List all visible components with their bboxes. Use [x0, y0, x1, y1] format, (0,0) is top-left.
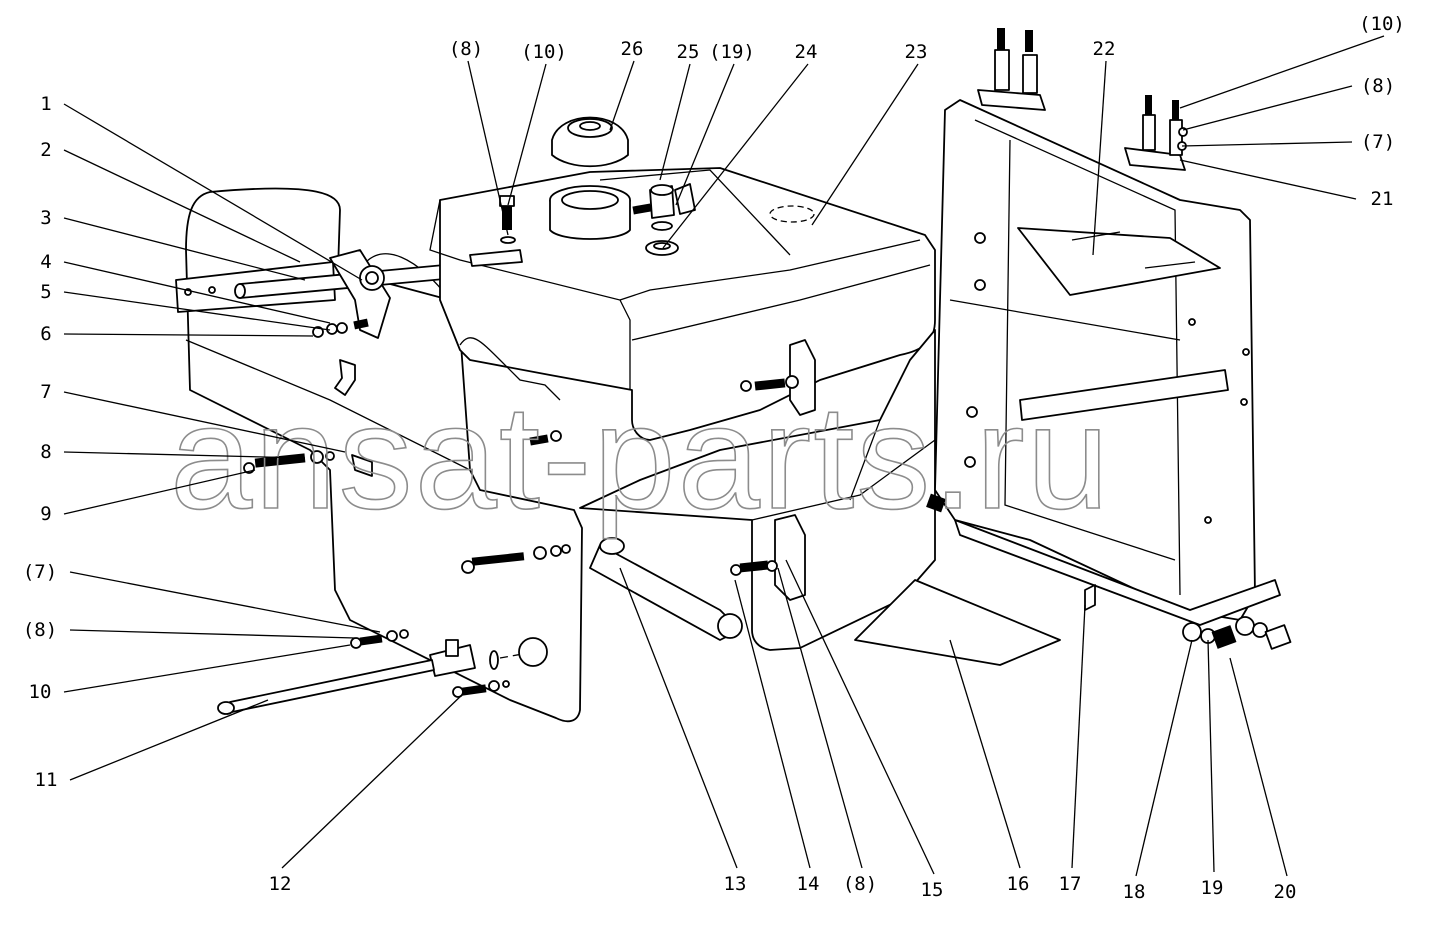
leader-line-30 — [1092, 60, 1107, 256]
leader-line-33 — [1181, 141, 1353, 147]
fuel-tank — [429, 116, 936, 441]
leader-line-15 — [734, 579, 811, 869]
leader-line-29 — [811, 63, 919, 226]
right-frame — [926, 28, 1292, 650]
callout-label: 10 — [29, 681, 52, 703]
callout-label: 9 — [40, 503, 51, 525]
leader-line-34 — [1179, 159, 1357, 200]
lower-frame — [579, 329, 1061, 666]
callout-label: (7) — [23, 561, 57, 583]
leader-line-26 — [659, 63, 691, 181]
callout-label: (10) — [1359, 13, 1405, 35]
callout-label: 7 — [40, 381, 51, 403]
leader-line-20 — [1135, 639, 1193, 877]
callout-label: (8) — [843, 873, 877, 895]
leader-line-8 — [63, 469, 256, 515]
leader-line-28 — [662, 63, 809, 249]
callout-label: 21 — [1371, 188, 1394, 210]
callout-label: (10) — [521, 41, 567, 63]
leader-line-11 — [63, 644, 351, 693]
leader-line-31 — [1179, 35, 1385, 109]
leader-line-2 — [63, 217, 306, 281]
leader-line-6 — [63, 391, 346, 453]
bracket-1 — [329, 249, 391, 339]
callout-label: (7) — [1361, 131, 1395, 153]
leader-line-13 — [281, 691, 466, 869]
leader-line-4 — [63, 291, 331, 331]
leader-line-3 — [63, 261, 331, 324]
leader-line-25 — [609, 60, 635, 131]
leader-line-0 — [63, 103, 363, 281]
callout-label: 25 — [677, 41, 700, 63]
leader-line-23 — [467, 60, 509, 236]
callout-label: (8) — [1361, 75, 1395, 97]
leader-line-12 — [69, 699, 269, 781]
callout-label: 22 — [1093, 38, 1116, 60]
callout-label: 2 — [40, 139, 51, 161]
leader-line-19 — [1071, 604, 1086, 869]
leader-line-17 — [785, 559, 935, 875]
callout-label: (8) — [449, 38, 483, 60]
leader-line-21 — [1207, 639, 1215, 873]
leader-line-9 — [69, 571, 381, 633]
callout-label: 16 — [1007, 873, 1030, 895]
leader-line-14 — [619, 567, 738, 869]
callout-label: 5 — [40, 281, 51, 303]
leader-line-18 — [949, 639, 1021, 869]
leader-line-24 — [507, 63, 547, 206]
callout-label: 23 — [905, 41, 928, 63]
watermark: ansat-parts.ru — [170, 375, 1111, 540]
callout-label: 24 — [795, 41, 818, 63]
leader-line-22 — [1229, 657, 1288, 877]
hardware-4-5-6 — [312, 318, 369, 338]
fasteners-left — [217, 430, 571, 715]
callout-label: 20 — [1274, 881, 1297, 903]
callout-label: 8 — [40, 441, 51, 463]
callout-label: 4 — [40, 251, 51, 273]
callout-label: 1 — [40, 93, 51, 115]
leader-line-7 — [63, 451, 306, 459]
callout-label: 17 — [1059, 873, 1082, 895]
leader-line-10 — [69, 629, 356, 639]
callout-label: 26 — [621, 38, 644, 60]
callout-label: 18 — [1123, 881, 1146, 903]
callout-label: (8) — [23, 619, 57, 641]
callout-label: 13 — [724, 873, 747, 895]
callout-label: 19 — [1201, 877, 1224, 899]
leader-line-32 — [1182, 85, 1353, 131]
callout-label: 12 — [269, 873, 292, 895]
leader-lines — [63, 35, 1385, 877]
callout-label: 15 — [921, 879, 944, 901]
leader-line-1 — [63, 149, 301, 263]
callout-label: 3 — [40, 207, 51, 229]
callout-label: 11 — [35, 769, 58, 791]
leader-line-27 — [675, 63, 735, 206]
callout-label: 14 — [797, 873, 820, 895]
callout-label: 6 — [40, 323, 51, 345]
leader-line-16 — [777, 567, 863, 869]
callout-label: (19) — [709, 41, 755, 63]
leader-line-5 — [63, 333, 314, 337]
